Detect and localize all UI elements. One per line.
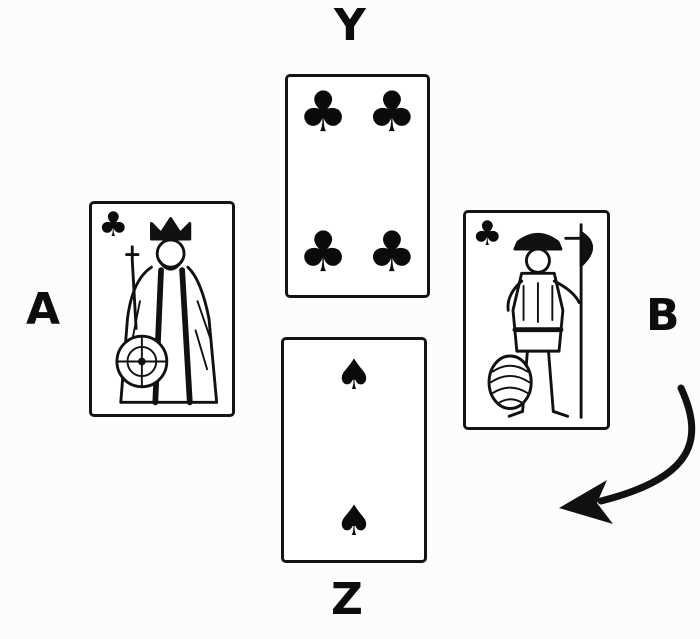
spade-pip-icon: ♠ bbox=[335, 350, 373, 399]
spade-pip-icon: ♠ bbox=[335, 496, 373, 545]
club-pip-icon: ♣ bbox=[366, 80, 417, 145]
position-label-z: Z bbox=[331, 574, 363, 625]
club-pip-icon: ♣ bbox=[366, 220, 417, 285]
club-pip-icon: ♣ bbox=[298, 80, 349, 145]
position-label-y: Y bbox=[334, 0, 366, 51]
position-label-a: A bbox=[26, 284, 61, 335]
card-jack-of-clubs: ♣ bbox=[463, 210, 610, 430]
club-pip-icon: ♣ bbox=[298, 220, 349, 285]
curved-arrow-icon bbox=[543, 382, 700, 532]
club-pip-icon: ♣ bbox=[472, 214, 503, 254]
jack-figure-icon bbox=[487, 223, 594, 419]
card-king-of-clubs: ♣ bbox=[89, 201, 235, 417]
king-figure-icon bbox=[115, 217, 219, 406]
card-two-of-spades: ♠ ♠ bbox=[281, 337, 427, 563]
club-pip-icon: ♣ bbox=[98, 205, 129, 245]
position-label-b: B bbox=[646, 290, 680, 341]
card-four-of-clubs: ♣ ♣ ♣ ♣ bbox=[285, 74, 430, 298]
